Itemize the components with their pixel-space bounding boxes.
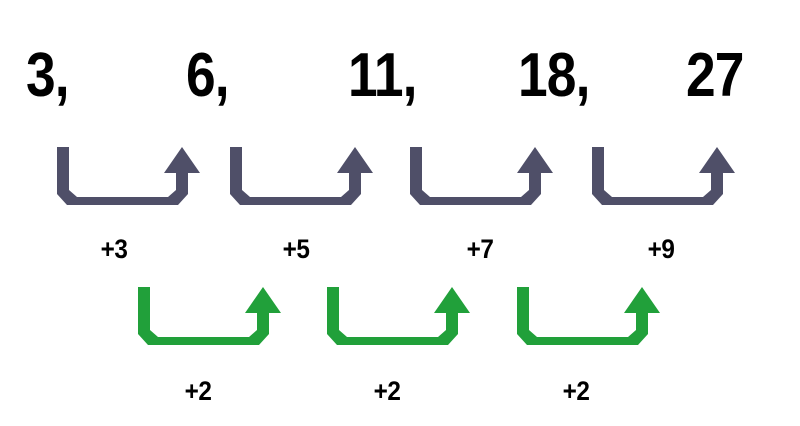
sequence-term-5: 27 [686, 41, 744, 110]
first-difference-arrow-3 [398, 147, 553, 205]
first-difference-arrows [45, 147, 735, 205]
first-difference-label-3: +7 [466, 234, 494, 264]
first-difference-arrow-4 [580, 147, 735, 205]
sequence-term-1: 3, [26, 41, 70, 110]
second-difference-arrow-2 [315, 287, 470, 345]
second-difference-arrow-3 [505, 287, 660, 345]
first-difference-label-4: +9 [647, 234, 675, 264]
first-difference-arrow-2 [218, 147, 373, 205]
second-difference-arrow-1 [126, 287, 281, 345]
second-difference-label-3: +2 [562, 376, 590, 406]
first-difference-label-2: +5 [282, 234, 310, 264]
first-difference-label-1: +3 [100, 234, 128, 264]
sequence-row: 3, 6, 11, 18, 27 [0, 36, 800, 116]
first-difference-arrow-1 [45, 147, 200, 205]
sequence-term-2: 6, [186, 41, 230, 110]
sequence-term-3: 11, [348, 41, 417, 110]
sequence-term-4: 18, [518, 41, 590, 110]
second-difference-arrows [126, 287, 660, 345]
second-difference-label-2: +2 [373, 376, 401, 406]
second-difference-label-1: +2 [184, 376, 212, 406]
